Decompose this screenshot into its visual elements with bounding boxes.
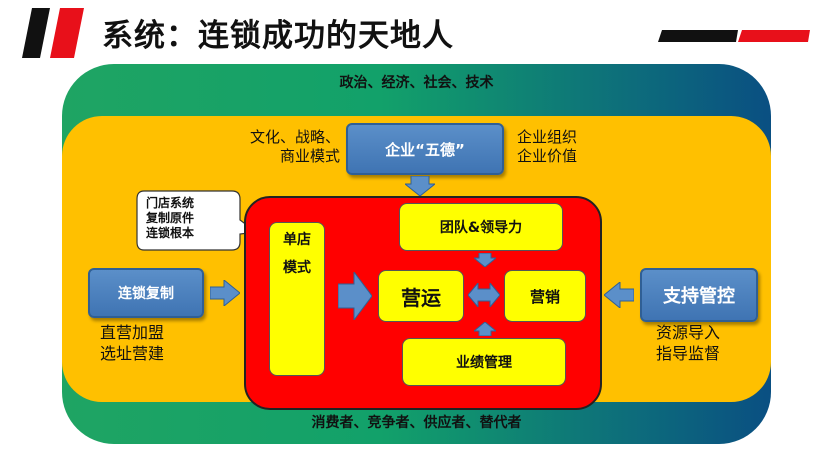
double-arrow-icon xyxy=(468,283,500,307)
callout-text: 门店系统 复制原件 连锁根本 xyxy=(146,196,195,240)
operations-box: 营运 xyxy=(378,270,464,322)
culture-strategy-label: 文化、战略、 商业模式 xyxy=(249,128,340,165)
support-control-box: 支持管控 xyxy=(640,268,758,322)
five-virtues-box: 企业“五德” xyxy=(346,123,504,175)
arrow-down-icon xyxy=(405,176,435,196)
arrow-down-small-icon xyxy=(474,253,496,267)
arrow-left-icon xyxy=(604,282,634,308)
callout-bubble-icon xyxy=(136,190,258,251)
arrow-right-icon xyxy=(210,280,240,306)
support-control-caption: 资源导入 指导监督 xyxy=(656,323,721,363)
arrow-up-small-icon xyxy=(474,322,496,336)
header-accent-bar-icon xyxy=(658,30,810,42)
organization-value-label: 企业组织 企业价值 xyxy=(517,128,578,165)
store-model-box: 单店 模式 xyxy=(269,222,325,376)
chain-replication-caption: 直营加盟 选址营建 xyxy=(100,323,165,363)
environment-bottom-label: 消费者、竞争者、供应者、替代者 xyxy=(311,415,522,431)
big-arrow-right-icon xyxy=(338,272,372,320)
title-decoration-icon xyxy=(22,8,84,58)
performance-management-box: 业绩管理 xyxy=(402,338,566,386)
page-title: 系统：连锁成功的天地人 xyxy=(102,18,454,54)
marketing-box: 营销 xyxy=(504,270,586,322)
chain-replication-box: 连锁复制 xyxy=(88,268,204,318)
environment-top-label: 政治、经济、社会、技术 xyxy=(339,75,494,91)
team-leadership-box: 团队&领导力 xyxy=(399,203,563,251)
